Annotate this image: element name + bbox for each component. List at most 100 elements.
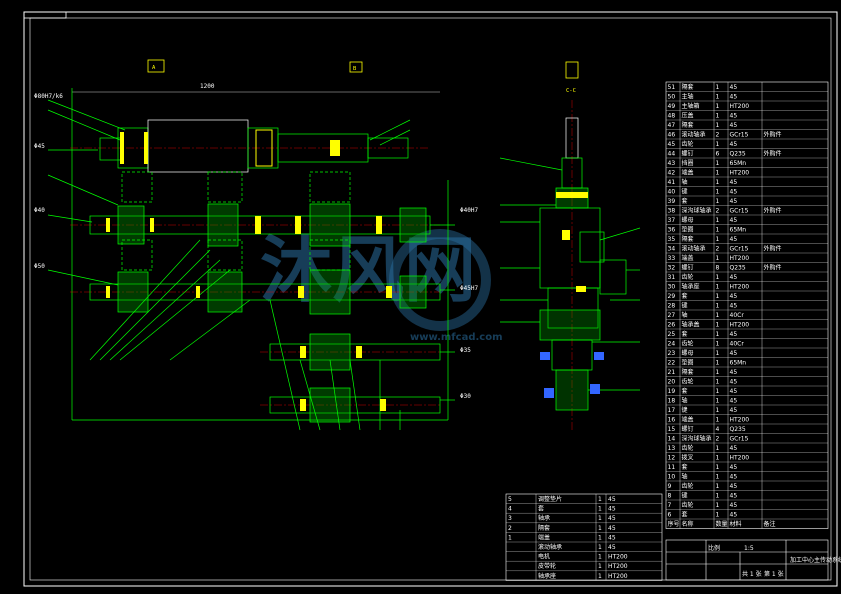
bom-right-cell: 48 — [668, 113, 676, 120]
bom-right-cell: 轴 — [682, 397, 688, 405]
bom-right-cell: 外购件 — [764, 245, 782, 253]
bom-right-cell: GCr15 — [730, 132, 749, 139]
bom-right-cell: 30 — [668, 284, 676, 291]
bom-bottom-cell: 电机 — [538, 553, 550, 561]
bom-right-cell: 1 — [716, 227, 720, 234]
bom-right-cell: 端盖 — [682, 416, 694, 424]
bom-right-cell: 40 — [668, 189, 676, 196]
bom-right-cell: 47 — [668, 122, 676, 129]
bom-right-cell: 40Cr — [730, 312, 745, 319]
main-assembly-left — [47, 88, 455, 431]
bom-right-header-cell: 备注 — [764, 520, 776, 528]
bom-bottom-cell: HT200 — [608, 554, 628, 561]
bom-right-cell: 45 — [730, 502, 738, 509]
bom-right-cell: 轴 — [682, 311, 688, 319]
bom-right-cell: 65Mn — [730, 360, 747, 367]
bom-right-cell: 垫圈 — [682, 359, 694, 367]
bom-right-cell: 套 — [682, 387, 688, 395]
bom-right-cell: HT200 — [730, 103, 750, 110]
bom-right-cell: 45 — [730, 303, 738, 310]
scale-value: 1:5 — [744, 545, 754, 552]
bom-right-cell: GCr15 — [730, 208, 749, 215]
bom-right-cell: 1 — [716, 103, 720, 110]
bom-right-cell: 45 — [730, 198, 738, 205]
bom-right-cell: Q235 — [730, 151, 746, 158]
bom-right-cell: 28 — [668, 303, 676, 310]
bom-right-cell: 1 — [716, 474, 720, 481]
bom-right-cell: Q235 — [730, 426, 746, 433]
bom-right-cell: 齿轮 — [682, 482, 694, 490]
bom-right-cell: 21 — [668, 369, 676, 376]
bom-right-cell: 8 — [668, 493, 672, 500]
left-leader-labels: Φ80H7/k6 Φ45 Φ40 Φ50 Φ40H7 Φ45H7 Φ35 Φ30… — [34, 83, 478, 400]
bom-bottom-cell: 4 — [508, 506, 512, 513]
bom-right-cell: 1 — [716, 179, 720, 186]
bom-right-cell: 45 — [730, 113, 738, 120]
bom-right-cell: 1 — [716, 198, 720, 205]
bom-bottom-cell: 2 — [508, 525, 512, 532]
bom-right-cell: 45 — [730, 84, 738, 91]
bom-right-cell: 键 — [682, 406, 688, 414]
view-label-b: B — [353, 66, 357, 72]
bom-bottom-cell: 套 — [538, 505, 544, 513]
bom-right-cell: 1 — [716, 512, 720, 519]
bom-right-cell: 1 — [716, 293, 720, 300]
bom-right-cell: 43 — [668, 160, 676, 167]
bom-right-cell: GCr15 — [730, 436, 749, 443]
svg-text:Φ45: Φ45 — [34, 143, 45, 150]
title-block-name: 加工中心主传动系统 — [790, 556, 841, 564]
bom-right-cell: HT200 — [730, 255, 750, 262]
bom-right-cell: 套 — [682, 463, 688, 471]
bom-right-cell: 45 — [730, 122, 738, 129]
bom-right-cell: 45 — [730, 493, 738, 500]
view-label-c: C-C — [566, 88, 576, 94]
bom-bottom-cell: 滚动轴承 — [538, 543, 562, 551]
bom-right-cell: 22 — [668, 360, 676, 367]
bom-right-cell: 1 — [716, 189, 720, 196]
bom-bottom-cell: 1 — [598, 496, 602, 503]
outer-frame — [23, 11, 838, 587]
sheet-index: 第 1 张 — [764, 570, 784, 578]
vertical-section-highlights — [540, 192, 604, 398]
bom-right-cell: 1 — [716, 122, 720, 129]
bom-right-cell: 7 — [668, 502, 672, 509]
bom-right-cell: 45 — [730, 379, 738, 386]
bom-right-cell: 齿轮 — [682, 340, 694, 348]
tab-box — [23, 11, 67, 19]
bom-right-cell: 19 — [668, 388, 676, 395]
section-marks: A B C-C — [147, 59, 579, 94]
bom-right-cell: 轴 — [682, 473, 688, 481]
bom-right-cell: 1 — [716, 94, 720, 101]
bom-bottom-cell: 45 — [608, 496, 616, 503]
bom-right-cell: 挡圈 — [682, 159, 694, 167]
bom-bottom-cell: 1 — [598, 544, 602, 551]
bom-right-cell: 隔套 — [682, 121, 694, 129]
bom-right-cell: 深沟球轴承 — [682, 435, 712, 443]
svg-text:Φ40: Φ40 — [34, 207, 45, 214]
bom-right-cell: 33 — [668, 255, 676, 262]
bom-right-cell: 1 — [716, 464, 720, 471]
bom-right-cell: 65Mn — [730, 227, 747, 234]
bom-right-cell: 18 — [668, 398, 676, 405]
bom-right-cell: 1 — [716, 113, 720, 120]
bom-right-cell: 1 — [716, 445, 720, 452]
scale-label: 比例 — [708, 544, 720, 552]
bom-right-cell: 螺母 — [682, 216, 694, 224]
bom-right-header-cell: 序号 — [668, 520, 680, 528]
bom-right-cell: 压盖 — [682, 112, 694, 120]
bom-right-cell: HT200 — [730, 455, 750, 462]
bom-bottom-cell: 1 — [598, 506, 602, 513]
bom-right-cell: 45 — [730, 398, 738, 405]
bom-right-cell: 螺钉 — [682, 264, 694, 272]
bom-right-cell: 1 — [716, 322, 720, 329]
gear-highlights — [106, 129, 392, 411]
bom-right-cell: 轴承盖 — [682, 321, 700, 329]
svg-text:Φ45H7: Φ45H7 — [460, 285, 478, 292]
bom-right-cell: 1 — [716, 331, 720, 338]
bom-right-cell: 键 — [682, 302, 688, 310]
bom-right-cell: 齿轮 — [682, 273, 694, 281]
bom-right-cell: 45 — [730, 464, 738, 471]
svg-text:Φ40H7: Φ40H7 — [460, 207, 478, 214]
bom-right-cell: 26 — [668, 322, 676, 329]
